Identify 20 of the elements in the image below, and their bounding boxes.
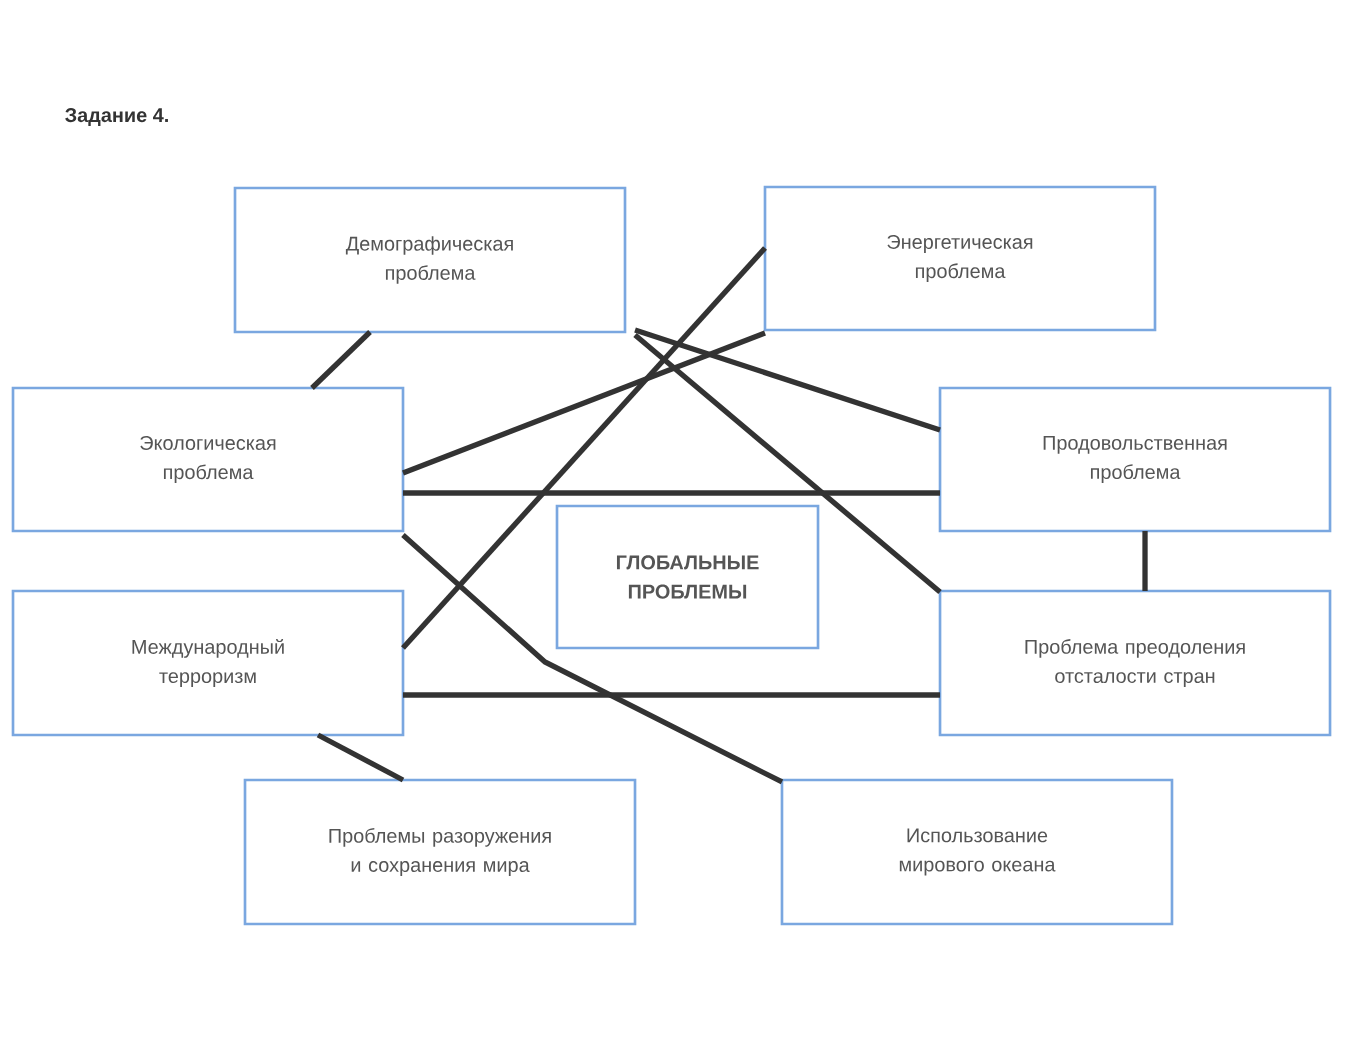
problem-box: Демографическая проблема — [233, 186, 627, 334]
problem-box: Проблемы разоружения и сохранения мира — [243, 778, 637, 926]
task-heading: Задание 4. — [65, 108, 168, 126]
connector-line — [402, 330, 766, 476]
connector-line — [633, 332, 942, 595]
connector-line — [316, 732, 405, 783]
central-box: ГЛОБАЛЬНЫЕ ПРОБЛЕМЫ — [555, 504, 820, 650]
connector-line — [401, 533, 784, 785]
problem-box: Использование мирового океана — [780, 778, 1174, 926]
problem-box: Проблема преодоления отсталости стран — [938, 589, 1332, 737]
connector-line — [401, 246, 767, 650]
problem-box: Энергетическая проблема — [763, 185, 1157, 332]
connector-line — [403, 692, 941, 698]
problem-box: Продовольственная проблема — [938, 386, 1332, 533]
connector-line — [310, 330, 372, 390]
problem-box: Международный терроризм — [11, 589, 405, 737]
connector-line — [1142, 531, 1148, 591]
problem-box: Экологическая проблема — [11, 386, 405, 533]
connector-line — [403, 490, 941, 496]
connector-line — [634, 327, 941, 433]
